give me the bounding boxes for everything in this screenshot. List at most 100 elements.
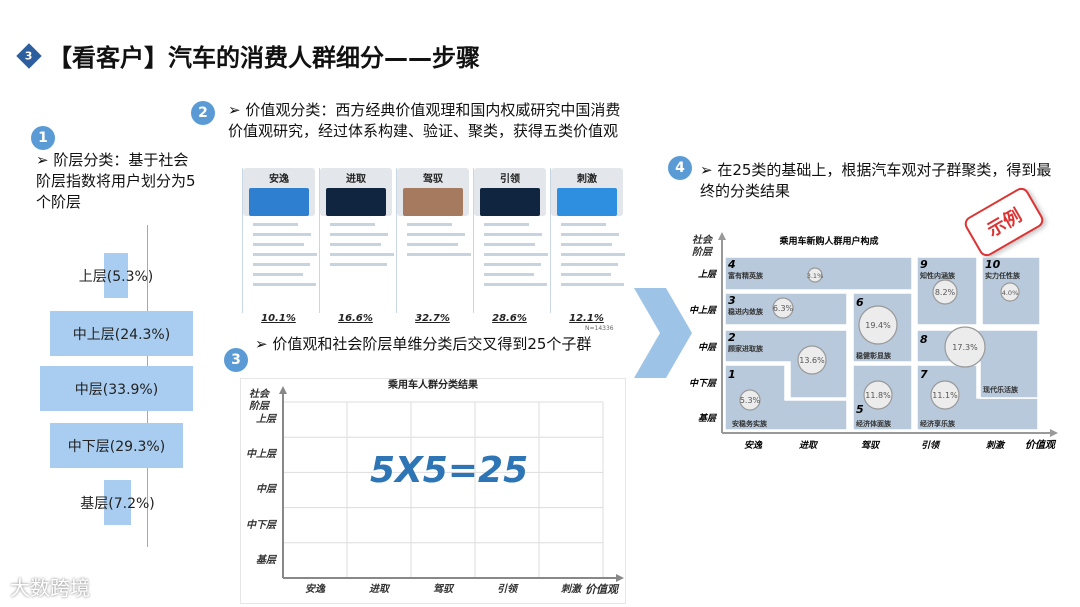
value-bullet bbox=[484, 263, 541, 266]
value-bullet bbox=[253, 233, 311, 236]
segment-name: 富有精英族 bbox=[728, 271, 764, 280]
segment-number: 5 bbox=[856, 403, 864, 416]
segment-bubble bbox=[863, 380, 893, 410]
value-bullet bbox=[253, 253, 317, 256]
tier-label: 中上层(24.3%) bbox=[72, 326, 171, 343]
value-bullet bbox=[407, 223, 452, 226]
segment-name: 经济体面族 bbox=[856, 419, 892, 428]
grid-row-label: 中层 bbox=[256, 484, 276, 496]
row-label: 中下层 bbox=[689, 378, 717, 389]
value-bullet bbox=[561, 273, 611, 276]
tier-label: 基层(7.2%) bbox=[80, 495, 155, 512]
value-name: 刺激 bbox=[577, 174, 597, 185]
tier-bar: 中上层(24.3%) bbox=[50, 311, 193, 356]
x-arrow-icon bbox=[616, 574, 624, 582]
grid-col-label: 安逸 bbox=[305, 584, 325, 595]
col-label: 引领 bbox=[921, 440, 941, 451]
segment-share: 17.3% bbox=[952, 343, 978, 352]
segment-y-axis-label: 社会阶层 bbox=[692, 235, 712, 258]
segment-name: 经济享乐族 bbox=[920, 419, 956, 428]
value-bullet bbox=[330, 243, 381, 246]
segment-share: 3.1% bbox=[807, 272, 824, 280]
step-1-badge: 1 bbox=[31, 126, 55, 150]
segment-bubble bbox=[944, 326, 986, 368]
segment-region bbox=[724, 364, 848, 431]
value-share: 32.7% bbox=[415, 313, 450, 324]
segment-share: 11.8% bbox=[865, 391, 891, 400]
x-arrow-icon bbox=[1050, 429, 1058, 437]
value-bullet bbox=[330, 253, 394, 256]
tier-bar: 中下层(29.3%) bbox=[50, 423, 183, 468]
grid-col-label: 刺激 bbox=[561, 584, 581, 595]
segment-name: 稳进内敛族 bbox=[728, 307, 764, 316]
title-text: 【看客户】汽车的消费人群细分——步骤 bbox=[48, 44, 480, 72]
value-bullet bbox=[561, 263, 618, 266]
segment-number: 3 bbox=[728, 294, 736, 307]
value-bullet bbox=[253, 243, 304, 246]
value-bullet bbox=[561, 283, 624, 286]
value-name: 驾驭 bbox=[423, 174, 443, 185]
segment-share: 4.0% bbox=[1002, 289, 1019, 297]
value-share: 10.1% bbox=[261, 313, 296, 324]
value-keywords-box bbox=[249, 188, 309, 216]
segment-bubble bbox=[807, 267, 823, 283]
value-bullet bbox=[253, 283, 316, 286]
segment-number: 1 bbox=[728, 368, 736, 381]
page-title: 3 【看客户】汽车的消费人群细分——步骤 bbox=[14, 38, 480, 73]
grid-col-label: 进取 bbox=[369, 584, 389, 595]
grid-row-label: 基层 bbox=[256, 554, 276, 566]
value-bullet bbox=[407, 253, 471, 256]
segment-share: 6.3% bbox=[773, 304, 794, 313]
value-column: 引领 bbox=[473, 168, 548, 313]
value-bullet bbox=[484, 223, 529, 226]
value-column: 刺激 bbox=[550, 168, 625, 313]
grid-row-label: 上层 bbox=[256, 414, 276, 425]
value-bullet bbox=[253, 223, 298, 226]
grid-y-axis-label: 社会阶层 bbox=[249, 389, 269, 412]
grid-col-label: 驾驭 bbox=[433, 584, 453, 595]
value-bullet bbox=[253, 263, 310, 266]
col-label: 安逸 bbox=[744, 440, 763, 451]
row-label: 上层 bbox=[698, 269, 717, 280]
y-arrow-icon bbox=[718, 232, 726, 240]
value-bullet bbox=[561, 243, 612, 246]
grid-chart-panel bbox=[240, 378, 626, 604]
next-arrow-icon bbox=[634, 288, 692, 378]
value-bullet bbox=[407, 243, 458, 246]
step-4-badge: 4 bbox=[668, 156, 692, 180]
value-column: 安逸 bbox=[242, 168, 317, 313]
segment-share: 5.3% bbox=[740, 396, 761, 405]
segment-number: 8 bbox=[920, 333, 928, 346]
row-label: 中层 bbox=[698, 342, 717, 353]
value-column: 进取 bbox=[319, 168, 394, 313]
watermark-logo: 大数跨境 bbox=[10, 576, 90, 600]
value-bullet bbox=[330, 223, 375, 226]
segment-number: 10 bbox=[985, 258, 1001, 271]
value-bullet bbox=[330, 263, 387, 266]
value-bullet bbox=[484, 253, 548, 256]
step-2-badge: 2 bbox=[191, 101, 215, 125]
tier-label: 中层(33.9%) bbox=[74, 381, 159, 398]
row-label: 中上层 bbox=[689, 305, 717, 316]
x-axis-label: 价值观 bbox=[1025, 439, 1057, 451]
step-3-badge: 3 bbox=[224, 348, 248, 372]
value-name: 安逸 bbox=[269, 174, 289, 185]
section-badge-icon: 3 bbox=[16, 42, 42, 69]
y-arrow-icon bbox=[279, 386, 287, 394]
value-bullet bbox=[253, 273, 303, 276]
segment-share: 13.6% bbox=[799, 356, 825, 365]
row-label: 基层 bbox=[698, 413, 717, 424]
value-bullet bbox=[484, 233, 542, 236]
segment-number: 9 bbox=[920, 258, 928, 271]
value-bullet bbox=[407, 233, 465, 236]
tier-bar: 中层(33.9%) bbox=[40, 366, 193, 411]
segment-name: 知性内涵族 bbox=[919, 271, 956, 280]
step-4-text: ➢ 在25类的基础上，根据汽车观对子群聚类，得到最终的分类结果 bbox=[700, 161, 1052, 200]
segment-chart-title: 乘用车新购人群用户构成 bbox=[778, 235, 878, 247]
value-column: 驾驭 bbox=[396, 168, 471, 313]
value-share: 16.6% bbox=[338, 313, 373, 324]
segment-name: 顾家进取族 bbox=[728, 344, 764, 353]
value-name: 引领 bbox=[500, 174, 520, 185]
segment-share: 8.2% bbox=[935, 288, 956, 297]
segment-bubble bbox=[797, 345, 827, 375]
